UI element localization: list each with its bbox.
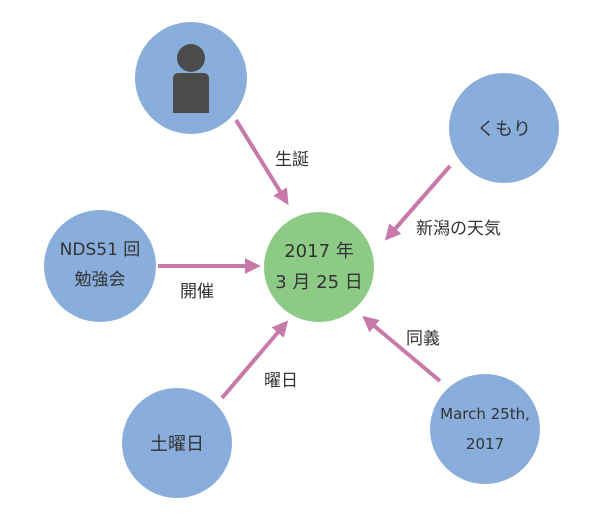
weekday-node: 土曜日 — [122, 388, 232, 498]
edge-label-birth: 生誕 — [275, 150, 309, 170]
weekday-label: 土曜日 — [150, 434, 204, 455]
edge-label-event: 開催 — [180, 282, 214, 302]
person-icon — [173, 44, 209, 113]
english-date-node: March 25th, 2017 — [430, 374, 540, 484]
weather-label: くもり — [477, 119, 531, 140]
weather-node: くもり — [449, 73, 559, 183]
event-label-line1: NDS51 回 — [59, 240, 141, 261]
arrow-weekday — [220, 320, 289, 400]
edge-label-weekday: 曜日 — [264, 371, 298, 391]
arrow-synonym — [362, 315, 442, 383]
edge-label-synonym: 同義 — [406, 329, 440, 349]
english-date-line2: 2017 — [465, 435, 505, 453]
edge-label-weather: 新潟の天気 — [416, 219, 501, 239]
center-label-line1: 2017 年 — [284, 240, 354, 262]
event-label-line2: 勉強会 — [74, 270, 126, 290]
event-node: NDS51 回 勉強会 — [44, 210, 156, 322]
center-date-node: 2017 年 3 月 25 日 — [264, 212, 374, 322]
english-date-line1: March 25th, — [440, 405, 530, 423]
person-node — [135, 22, 247, 134]
arrow-weather — [384, 164, 452, 241]
center-label-line2: 3 月 25 日 — [275, 272, 363, 293]
arrow-birth — [234, 118, 289, 206]
